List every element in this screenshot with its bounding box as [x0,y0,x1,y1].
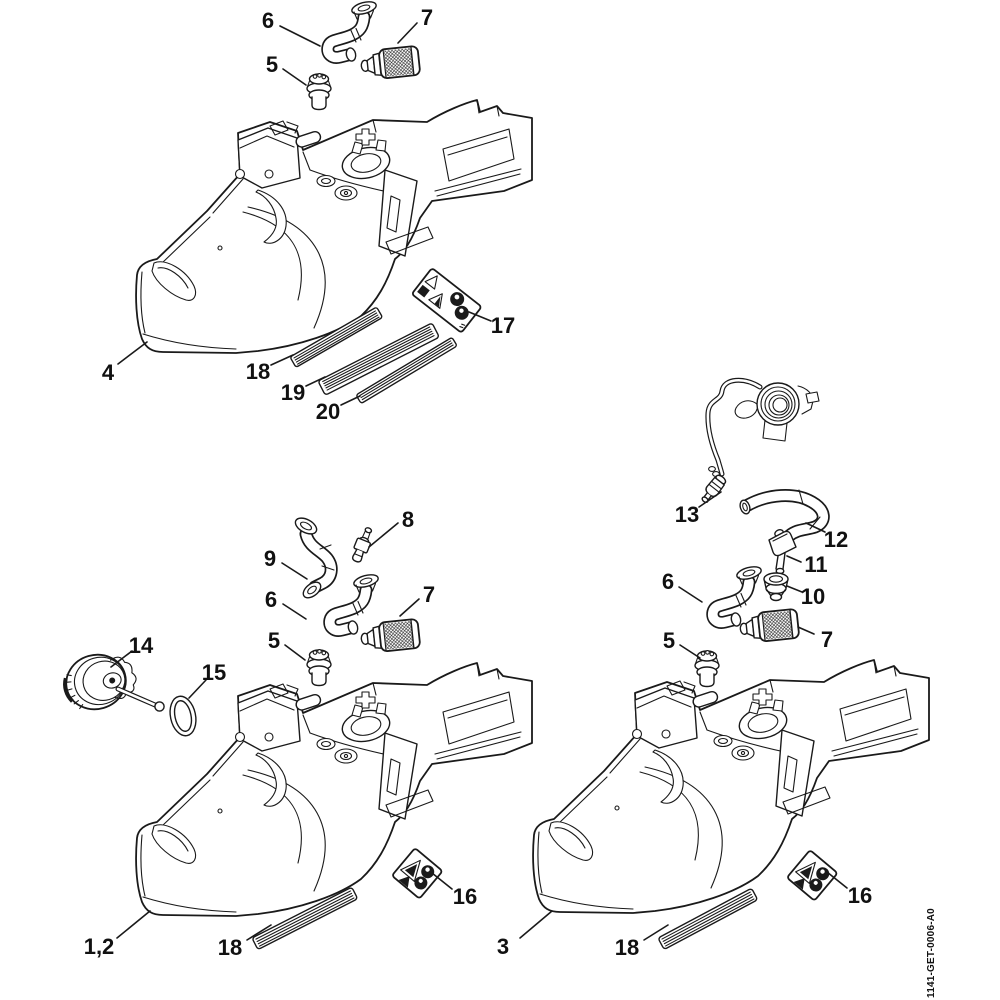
leader-line [284,644,306,661]
tank-housing [532,659,930,914]
leader-line [110,650,133,668]
elbow-connector [768,529,797,575]
callout-5: 5 [266,52,278,77]
safety-label [390,847,444,900]
assembly-tank-housing-top: 6 7 5 17 4 18 19 20 [102,0,533,424]
leader-line [399,598,420,617]
callout-15: 15 [202,660,226,685]
leader-line [281,562,308,580]
leader-line [397,22,418,44]
leader-line [246,924,272,941]
information-label [356,337,457,404]
hose-connector [351,527,373,563]
callout-14: 14 [129,633,154,658]
leader-line [797,626,815,635]
fuel-filter [737,607,801,645]
callout-7: 7 [423,582,435,607]
leader-line [270,354,294,366]
leader-line [279,25,321,47]
callout-18: 18 [246,359,270,384]
leader-line [282,603,307,620]
leader-line [117,341,148,365]
callout-12: 12 [824,527,848,552]
callout-7: 7 [821,627,833,652]
leader-line [519,910,553,939]
leader-line [698,491,722,508]
assembly-tank-housing-bottom-left: 8 9 6 7 5 14 15 1,2 18 16 [63,507,533,960]
callout-9: 9 [264,546,276,571]
callout-6: 6 [262,8,274,33]
filler-cap [63,653,165,712]
leader-line [468,311,492,322]
leader-line [679,644,701,659]
leader-line [282,68,307,86]
callout-16: 16 [453,884,477,909]
callout-11: 11 [804,552,827,577]
callout-19: 19 [281,380,305,405]
callout-4: 4 [102,360,115,385]
fuel-hose [739,489,830,549]
information-label [290,307,383,368]
fuel-hose [330,572,380,634]
warning-label [411,268,482,333]
fuel-hose [294,517,338,599]
leader-line [305,376,326,387]
callout-5: 5 [663,628,675,653]
leader-line [678,586,703,603]
tank-vent-valve [694,649,720,688]
fuel-hose [328,0,378,62]
tank-vent-valve [306,648,332,687]
leader-line [643,924,669,941]
information-label [252,887,358,950]
leader-line [188,679,207,699]
o-ring [169,695,197,737]
tank-vent-valve [701,474,727,503]
callout-6: 6 [265,587,277,612]
callout-7: 7 [421,5,433,30]
fuel-filter [358,617,422,655]
tank-vent-valve [306,72,332,111]
callout-6: 6 [662,569,674,594]
leader-line [340,395,361,406]
callout-3: 3 [497,934,509,959]
leader-line [786,585,803,593]
callout-8: 8 [402,507,414,532]
callout-13: 13 [675,502,699,527]
callout-20: 20 [316,399,340,424]
fuel-pump [705,377,820,477]
drawing-number: 1141-GET-0006-A0 [926,908,937,998]
callout-17: 17 [491,313,515,338]
callout-5: 5 [268,628,280,653]
information-label [658,888,758,950]
information-label [318,323,439,395]
callout-1-2: 1,2 [84,934,115,959]
assembly-tank-housing-bottom-right: 13 12 11 6 10 5 7 3 18 16 [497,377,930,960]
callout-10: 10 [801,584,825,609]
leader-line [368,522,399,548]
callout-18: 18 [615,935,639,960]
fuel-filter [358,44,422,82]
callout-18: 18 [218,935,242,960]
leader-line [805,522,826,533]
grommet [763,572,789,602]
leader-line [786,555,802,563]
tank-housing [135,662,533,917]
callout-16: 16 [848,883,872,908]
leader-line [116,910,151,939]
leader-line [826,871,848,889]
leader-line [431,872,453,890]
